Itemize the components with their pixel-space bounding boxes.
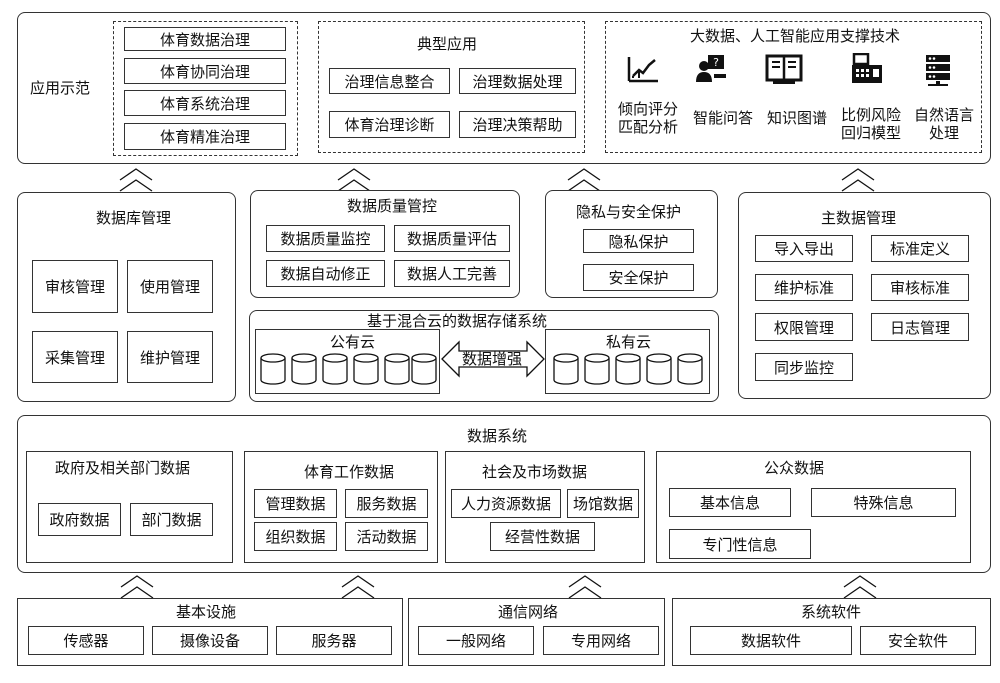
social-market-item: 经营性数据 xyxy=(490,522,595,551)
infrastructure-title: 基本设施 xyxy=(176,603,237,621)
gov-data-item: 政府数据 xyxy=(38,503,121,536)
data-quality-item: 数据自动修正 xyxy=(266,260,385,287)
up-chevron-icon xyxy=(565,573,605,601)
up-chevron-icon xyxy=(117,573,157,601)
system-software-item: 安全软件 xyxy=(860,626,976,655)
typical-app-group xyxy=(318,21,585,153)
system-software-title: 系统软件 xyxy=(801,603,862,621)
ai-tech-label: 智能问答 xyxy=(688,109,758,127)
app-demo-title: 应用示范 xyxy=(30,79,91,97)
db-management-item: 审核管理 xyxy=(32,260,118,313)
public-data-title: 公众数据 xyxy=(764,459,825,477)
server-stack-icon xyxy=(924,54,952,86)
ai-tech-label: 知识图谱 xyxy=(762,109,832,127)
up-chevron-icon xyxy=(840,573,880,601)
ai-tech-label-line: 回归模型 xyxy=(840,124,901,142)
typical-app-title: 典型应用 xyxy=(417,35,478,53)
ai-tech-label-line: 处理 xyxy=(928,124,959,142)
governance-item: 体育协同治理 xyxy=(124,58,286,84)
governance-item: 体育数据治理 xyxy=(124,27,286,51)
typical-app-item: 体育治理诊断 xyxy=(329,111,450,138)
ai-tech-label-line: 自然语言 xyxy=(913,106,974,124)
network-item: 一般网络 xyxy=(418,626,534,655)
typical-app-item: 治理决策帮助 xyxy=(459,111,576,138)
db-management-item: 维护管理 xyxy=(127,331,213,383)
double-arrow-icon xyxy=(441,340,545,378)
social-market-item: 场馆数据 xyxy=(567,489,639,518)
public-data-item: 基本信息 xyxy=(669,488,791,517)
data-quality-item: 数据质量监控 xyxy=(266,225,385,252)
data-enhance-label: 数据增强 xyxy=(462,350,523,368)
typical-app-item: 治理数据处理 xyxy=(459,68,576,94)
master-data-item: 维护标准 xyxy=(755,274,853,301)
hybrid-storage-title: 基于混合云的数据存储系统 xyxy=(367,312,548,330)
up-chevron-icon xyxy=(334,166,374,194)
infrastructure-item: 服务器 xyxy=(276,626,392,655)
privacy-item: 安全保护 xyxy=(583,264,694,291)
ai-tech-label-line: 比例风险 xyxy=(840,106,901,124)
open-book-icon xyxy=(765,54,803,84)
gov-data-item: 部门数据 xyxy=(130,503,213,536)
ai-tech-title: 大数据、人工智能应用支撑技术 xyxy=(690,27,901,45)
social-market-title: 社会及市场数据 xyxy=(482,463,588,481)
public-data-item: 特殊信息 xyxy=(811,488,956,517)
up-chevron-icon xyxy=(838,166,878,194)
governance-item: 体育系统治理 xyxy=(124,90,286,116)
ai-tech-label: 倾向评分 匹配分析 xyxy=(613,100,683,136)
ai-tech-label-line: 倾向评分 xyxy=(617,100,678,118)
public-cloud-label: 公有云 xyxy=(330,333,376,351)
ai-tech-label-line: 知识图谱 xyxy=(766,109,827,127)
private-cloud-label: 私有云 xyxy=(606,333,652,351)
network-item: 专用网络 xyxy=(543,626,659,655)
database-cylinders-icon xyxy=(551,352,707,388)
sports-data-item: 服务数据 xyxy=(345,489,428,518)
up-chevron-icon xyxy=(116,166,156,194)
ai-tech-label: 比例风险 回归模型 xyxy=(836,106,906,142)
ai-tech-label-line: 智能问答 xyxy=(692,109,753,127)
gov-data-title: 政府及相关部门数据 xyxy=(55,459,191,477)
sports-data-item: 管理数据 xyxy=(254,489,337,518)
ai-tech-group xyxy=(605,21,982,153)
up-chevron-icon xyxy=(338,573,378,601)
db-management-title: 数据库管理 xyxy=(96,209,172,227)
governance-item: 体育精准治理 xyxy=(124,123,286,150)
svg-text:?: ? xyxy=(713,56,719,69)
governance-group xyxy=(113,21,298,156)
db-management-item: 使用管理 xyxy=(127,260,213,313)
sports-data-item: 组织数据 xyxy=(254,522,337,551)
database-cylinders-icon xyxy=(258,352,438,388)
master-data-item: 标准定义 xyxy=(871,235,969,262)
qa-person-icon: ? xyxy=(694,54,728,84)
system-software-item: 数据软件 xyxy=(690,626,852,655)
trend-chart-icon xyxy=(626,55,660,83)
network-title: 通信网络 xyxy=(498,603,559,621)
ai-tech-label-line: 匹配分析 xyxy=(617,118,678,136)
master-data-item: 同步监控 xyxy=(755,353,853,381)
data-quality-item: 数据人工完善 xyxy=(394,260,510,287)
typical-app-item: 治理信息整合 xyxy=(329,68,450,94)
up-chevron-icon xyxy=(564,166,604,194)
master-data-item: 导入导出 xyxy=(755,235,853,262)
sports-data-item: 活动数据 xyxy=(345,522,428,551)
infrastructure-item: 摄像设备 xyxy=(152,626,268,655)
sports-data-title: 体育工作数据 xyxy=(304,463,395,481)
public-data-item: 专门性信息 xyxy=(669,529,811,559)
data-system-title: 数据系统 xyxy=(467,427,528,445)
privacy-title: 隐私与安全保护 xyxy=(576,203,682,221)
social-market-item: 人力资源数据 xyxy=(451,489,561,518)
master-data-title: 主数据管理 xyxy=(821,209,897,227)
infrastructure-item: 传感器 xyxy=(28,626,144,655)
master-data-item: 审核标准 xyxy=(871,274,969,301)
master-data-item: 日志管理 xyxy=(871,313,969,341)
master-data-item: 权限管理 xyxy=(755,313,853,341)
register-machine-icon xyxy=(850,53,884,85)
privacy-item: 隐私保护 xyxy=(583,229,694,253)
db-management-item: 采集管理 xyxy=(32,331,118,383)
data-quality-item: 数据质量评估 xyxy=(394,225,510,252)
data-quality-title: 数据质量管控 xyxy=(347,197,438,215)
ai-tech-label: 自然语言 处理 xyxy=(909,106,979,142)
